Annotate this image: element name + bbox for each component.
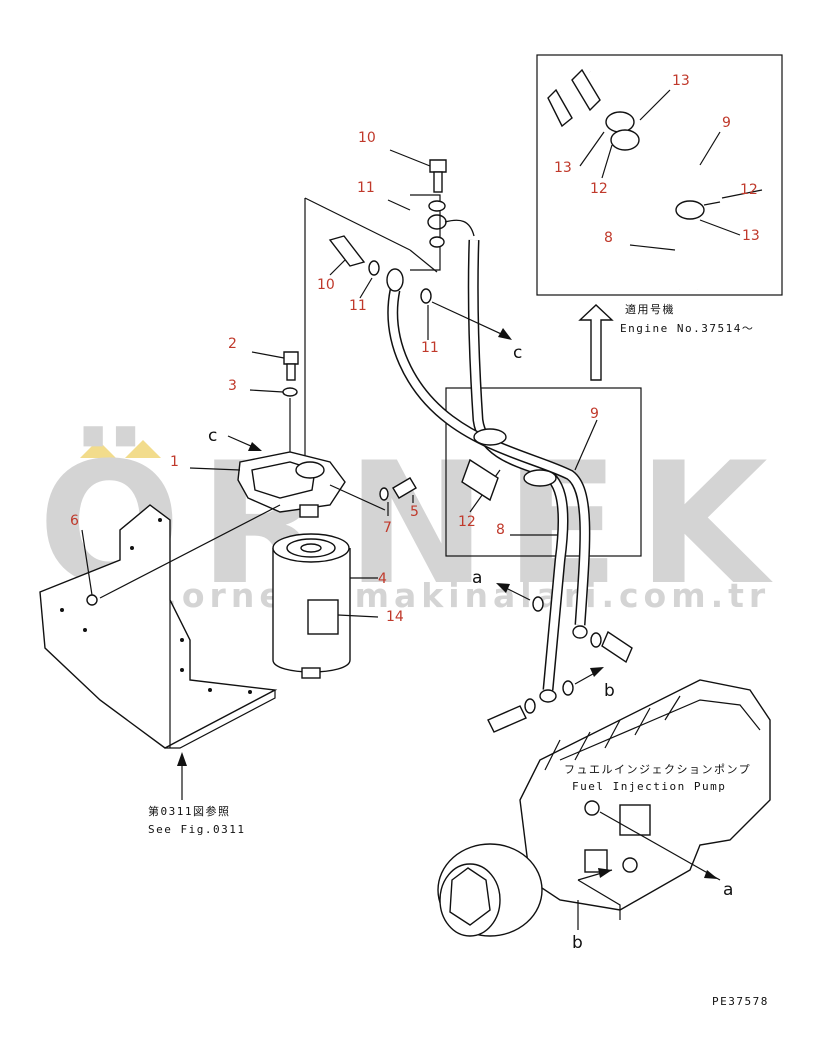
letter-a-mid: a xyxy=(472,568,482,588)
banjo-fitting-a xyxy=(539,689,557,703)
callout-2: 2 xyxy=(228,336,237,352)
hose-clamp-12 xyxy=(461,458,499,502)
filter-label-14 xyxy=(307,599,339,635)
banjo-fitting-top xyxy=(427,214,447,230)
pump-label-en: Fuel Injection Pump xyxy=(572,780,726,793)
washer-11-d xyxy=(420,288,432,304)
hose-clamp-13-a xyxy=(473,428,507,446)
washer-3 xyxy=(282,387,298,397)
callout-11-left: 11 xyxy=(349,298,367,314)
letter-b-pump: b xyxy=(572,933,583,953)
callout-1: 1 xyxy=(170,454,179,470)
inset-detail: 13 9 13 12 12 13 8 xyxy=(536,54,783,296)
inset-callout-8: 8 xyxy=(604,230,613,246)
fig-ref-en: See Fig.0311 xyxy=(148,823,245,836)
washer-11-b xyxy=(429,236,445,248)
bolt-a xyxy=(487,705,527,733)
callout-11-right: 11 xyxy=(421,340,439,356)
washer-11-a xyxy=(428,200,446,212)
inset-callout-13c: 13 xyxy=(742,228,760,244)
inset-clamp-2 xyxy=(610,129,640,151)
filter-assembly xyxy=(189,197,438,679)
bolt-10-left xyxy=(328,235,366,267)
watermark-url: www.ornekismakinalari.com.tr xyxy=(60,576,770,615)
callout-10-left: 10 xyxy=(317,277,335,293)
washer-group-bracket xyxy=(410,194,441,271)
fuel-hoses xyxy=(386,214,591,703)
inset-pipe-end-2 xyxy=(547,88,573,128)
fuel-injection-pump xyxy=(437,679,771,937)
callout-14: 14 xyxy=(386,609,404,625)
pump-port-a xyxy=(584,800,600,816)
bracket-plate xyxy=(39,504,278,749)
mid-callout-9: 9 xyxy=(590,406,599,422)
callout-10-top: 10 xyxy=(358,130,376,146)
mounting-bracket xyxy=(39,504,281,800)
bolt-5 xyxy=(392,477,417,499)
inset-callout-9: 9 xyxy=(722,115,731,131)
letter-a-pump: a xyxy=(723,880,733,900)
banjo-fitting-b xyxy=(572,625,588,639)
drawing-code: PE37578 xyxy=(712,995,769,1008)
callout-7: 7 xyxy=(383,520,392,536)
callout-11-top: 11 xyxy=(357,180,375,196)
letter-b-mid: b xyxy=(604,681,615,701)
washer-b-1 xyxy=(590,632,602,648)
engine-no-jp: 適用号機 xyxy=(625,302,675,316)
bolt-b xyxy=(601,630,633,664)
top-fasteners xyxy=(328,149,512,340)
watermark-dot-left xyxy=(80,440,116,458)
washer-b-2 xyxy=(562,680,574,696)
fig-ref-jp: 第0311図参照 xyxy=(148,804,231,818)
mid-detail-frame xyxy=(445,387,642,557)
inset-pipe-end-1 xyxy=(571,68,601,112)
mid-callout-8: 8 xyxy=(496,522,505,538)
arrow-to-inset xyxy=(578,304,614,381)
inset-clamp-1 xyxy=(605,111,635,133)
callout-6: 6 xyxy=(70,513,79,529)
engine-no-en: Engine No.37514～ xyxy=(620,322,754,335)
bolt-2 xyxy=(283,351,299,365)
callout-3: 3 xyxy=(228,378,237,394)
washer-a xyxy=(532,596,544,612)
watermark-dot-right xyxy=(125,440,161,458)
washer-7 xyxy=(379,487,389,501)
pump-label-jp: フュエルインジェクションポンプ xyxy=(564,763,751,776)
callout-5: 5 xyxy=(410,504,419,520)
mid-callout-12: 12 xyxy=(458,514,476,530)
callout-4: 4 xyxy=(378,571,387,587)
letter-c-top: c xyxy=(513,343,522,363)
hose-clamp-13-b xyxy=(523,469,557,487)
letter-c-left: c xyxy=(208,426,217,446)
inset-callout-13b: 13 xyxy=(554,160,572,176)
lower-fittings xyxy=(487,583,633,733)
inset-frame xyxy=(536,54,783,296)
pump-port-b xyxy=(622,857,638,873)
inset-callout-13a: 13 xyxy=(672,73,690,89)
washer-11-c xyxy=(368,260,380,276)
banjo-fitting-left xyxy=(386,268,404,292)
inset-clamp-3 xyxy=(675,200,705,220)
inset-callout-12b: 12 xyxy=(740,182,758,198)
washer-a-2 xyxy=(524,698,536,714)
bolt-10-top xyxy=(429,159,447,173)
inset-callout-12a: 12 xyxy=(590,181,608,197)
pump-body xyxy=(519,679,771,911)
nut-6 xyxy=(86,594,98,606)
